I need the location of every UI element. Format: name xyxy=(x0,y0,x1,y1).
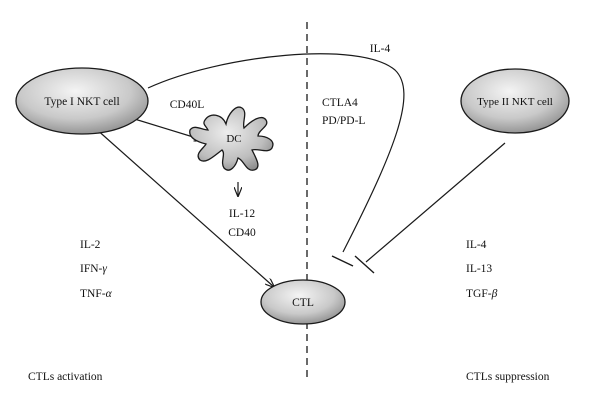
il4-top-label: IL-4 xyxy=(370,43,391,55)
ctl-cell xyxy=(260,279,346,325)
left-cytokine-tnf: TNF-α xyxy=(80,288,113,300)
left-cytokine-il2: IL-2 xyxy=(80,239,101,251)
type2-inhibition-line xyxy=(365,142,506,263)
il12-label: IL-12 xyxy=(229,208,255,220)
left-cytokine-ifn: IFN-γ xyxy=(80,263,107,275)
inhibition-bar-right xyxy=(354,255,375,274)
right-cytokine-tgf: TGF-β xyxy=(466,288,498,300)
cd40l-label: CD40L xyxy=(170,99,205,111)
type1-nkt-cell xyxy=(15,67,149,135)
ctl-label: CTL xyxy=(292,297,314,309)
dc-label: DC xyxy=(226,133,241,145)
type2-nkt-label: Type II NKT cell xyxy=(477,96,553,108)
right-cytokine-il4: IL-4 xyxy=(466,239,487,251)
arrow-type1-to-ctl xyxy=(94,127,274,287)
type2-nkt-cell xyxy=(460,68,570,134)
type1-nkt-label: Type I NKT cell xyxy=(44,96,119,108)
ctla4-label: CTLA4 xyxy=(322,97,358,109)
inhibition-bar-left xyxy=(331,255,354,267)
ctls-activation-caption: CTLs activation xyxy=(28,371,103,383)
cd40-label: CD40 xyxy=(228,227,256,239)
dendritic-cell xyxy=(189,106,274,171)
ctls-suppression-caption: CTLs suppression xyxy=(466,371,550,383)
il4-inhibition-curve xyxy=(147,53,405,253)
pd-pdl-label: PD/PD-L xyxy=(322,115,365,127)
right-cytokine-il13: IL-13 xyxy=(466,263,492,275)
